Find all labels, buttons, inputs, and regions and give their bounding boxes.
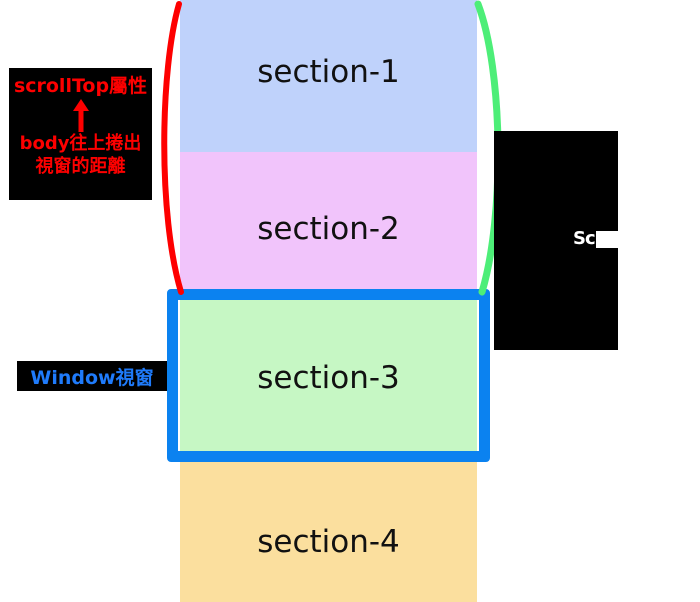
section-block-4: section-4	[180, 462, 477, 602]
scrolltop-desc-line1: body往上捲出	[19, 133, 142, 154]
up-arrow-icon	[13, 98, 148, 132]
section-label: section-4	[257, 524, 400, 560]
scrolltop-title: scrollTop屬性	[13, 75, 148, 97]
section-block-3: section-3	[180, 300, 477, 451]
document-extent-arc-left	[161, 1, 184, 295]
section-label: section-3	[257, 359, 400, 396]
scrolltop-annotation: scrollTop屬性 body往上捲出 視窗的距離	[9, 68, 152, 200]
right-annotation-text: Sc	[573, 226, 666, 252]
window-label-text: Window視窗	[30, 366, 154, 389]
section-label: section-2	[257, 211, 400, 247]
redaction-block	[595, 230, 666, 248]
section-label: section-1	[257, 54, 400, 90]
scrolltop-desc-line2: 視窗的距離	[35, 156, 126, 177]
window-label-annotation: Window視窗	[17, 361, 167, 391]
right-annotation-visible-text: Sc	[573, 228, 596, 249]
section-block-1: section-1	[180, 0, 477, 152]
section-block-2: section-2	[180, 152, 477, 290]
window-viewport-frame	[167, 289, 490, 462]
